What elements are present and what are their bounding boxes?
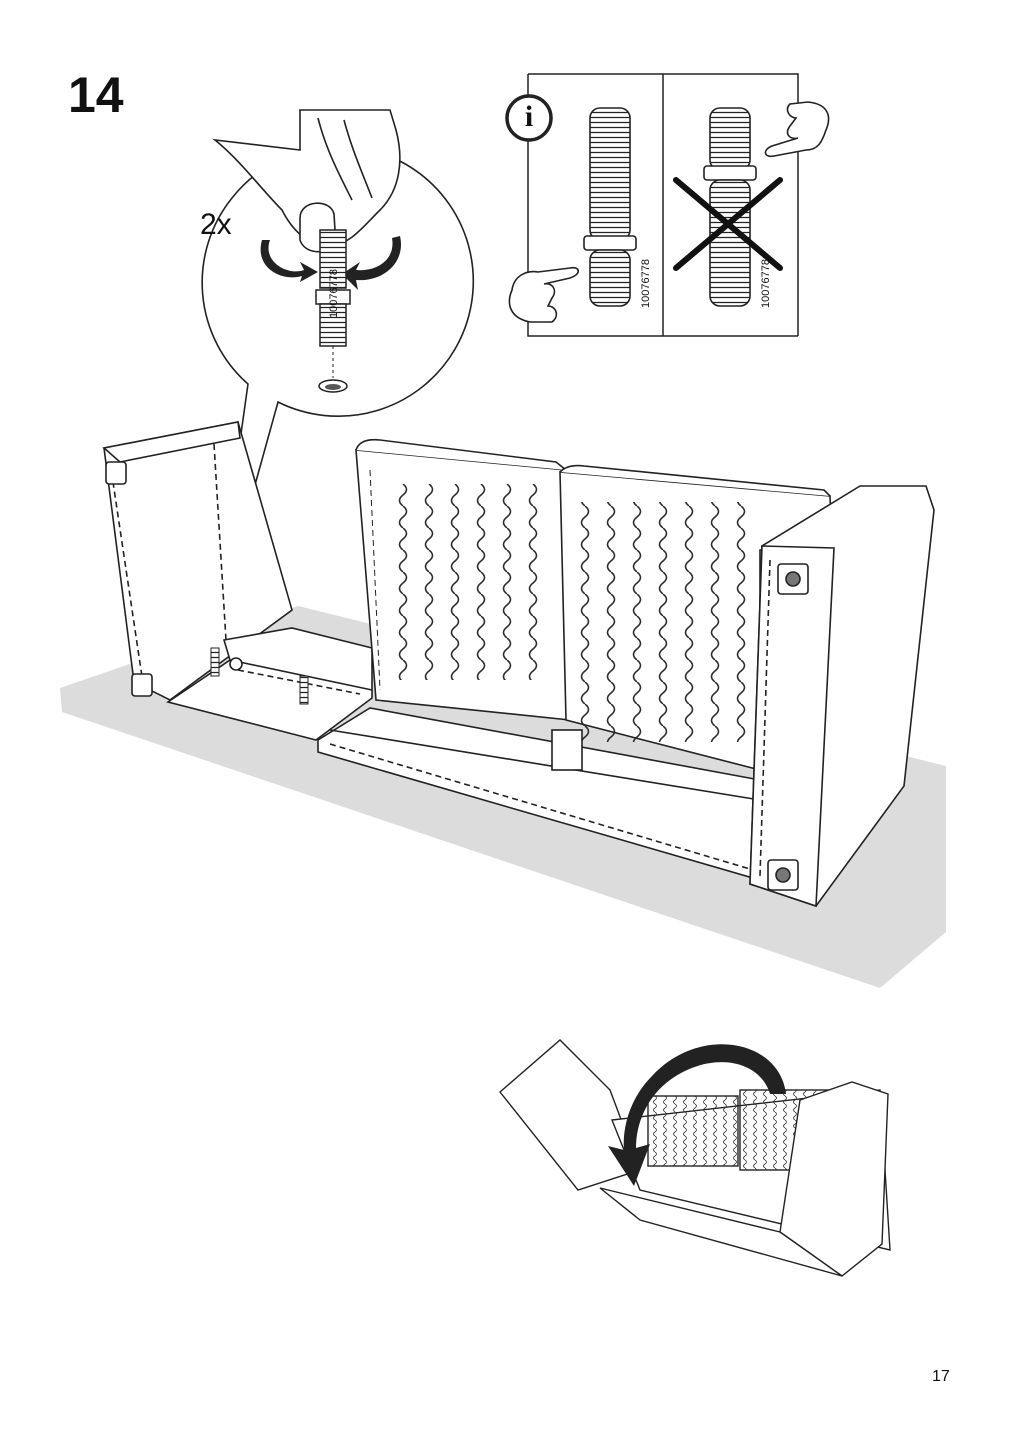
rotate-arrow-icon: [260, 240, 318, 282]
flip-arrow-icon: [608, 1044, 786, 1186]
left-seat-base: [166, 627, 373, 741]
screw-thread: [319, 303, 347, 347]
correct-screw: [583, 107, 637, 307]
front-rail: [317, 707, 761, 882]
info-panel: [527, 73, 799, 337]
correct-part-number: 10076778: [640, 259, 652, 308]
info-icon: [505, 94, 553, 142]
zoom-callout: [201, 109, 475, 641]
quantity-label: 2x: [200, 208, 232, 241]
right-armrest: [749, 485, 935, 908]
installed-screws: [210, 647, 309, 705]
cross-icon: [673, 177, 783, 271]
screw-thread: [319, 229, 347, 289]
incorrect-part-number: 10076778: [760, 259, 772, 308]
hand-icon: [764, 101, 830, 158]
step-number: 14: [68, 67, 124, 123]
info-symbol: i: [524, 100, 534, 133]
part-number-label: 10076778: [328, 269, 340, 318]
flip-illustration: [499, 1039, 891, 1277]
hand-icon: [508, 266, 580, 323]
page-number: 17: [932, 1368, 950, 1385]
rotate-arrow-icon: [342, 236, 401, 290]
